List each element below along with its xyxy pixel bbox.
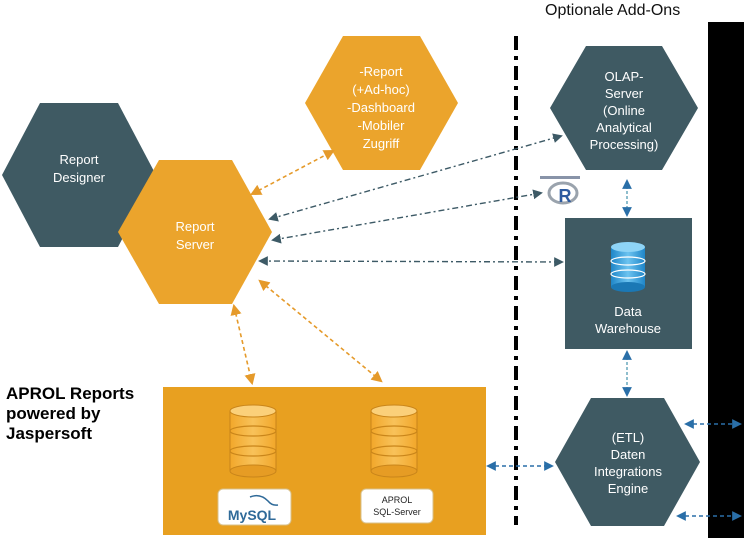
olap-label-2: Server <box>605 86 644 101</box>
data-warehouse-label-2: Warehouse <box>595 321 661 336</box>
olap-server-hexagon <box>550 46 698 170</box>
etl-label-3: Integrations <box>594 464 662 479</box>
mysql-badge: MySQL <box>217 488 292 526</box>
etl-label-2: Daten <box>611 447 646 462</box>
report-server-hexagon <box>118 160 272 304</box>
report-designer-hexagon <box>2 103 156 247</box>
aprol-sql-label-1: APROL <box>382 495 413 505</box>
report-server-label-2: Server <box>176 237 215 252</box>
arrow-server-r <box>271 189 543 244</box>
features-label-1: -Report <box>359 64 403 79</box>
data-warehouse-database-icon <box>610 242 646 292</box>
aprol-sql-badge: APROL SQL-Server <box>360 488 434 524</box>
etl-label-4: Engine <box>608 481 648 496</box>
etl-engine-hexagon <box>555 398 700 526</box>
aprol-title-line-3: Jaspersoft <box>6 424 92 443</box>
r-language-logo: R <box>540 176 580 206</box>
etl-label-1: (ETL) <box>612 430 645 445</box>
olap-label-3: (Online <box>603 103 645 118</box>
arrow-server-olap <box>268 133 563 222</box>
features-label-3: -Dashboard <box>347 100 415 115</box>
report-server-label-1: Report <box>175 219 214 234</box>
features-label-2: (+Ad-hoc) <box>352 82 409 97</box>
report-designer-label-2: Designer <box>53 170 106 185</box>
aprol-reports-title: APROL Reports powered by Jaspersoft <box>6 384 134 444</box>
olap-label-5: Processing) <box>590 137 659 152</box>
aprol-title-line-2: powered by <box>6 404 101 423</box>
database-container <box>163 387 486 535</box>
arrow-server-warehouse <box>258 256 564 267</box>
aprol-title-line-1: APROL Reports <box>6 384 135 403</box>
r-logo-letter: R <box>559 186 572 206</box>
addons-title: Optionale Add-Ons <box>545 2 681 19</box>
mysql-database-icon <box>229 404 277 478</box>
mysql-dolphin-icon <box>249 494 279 506</box>
aprol-sql-database-icon <box>370 404 418 478</box>
right-edge-strip <box>708 22 744 538</box>
aprol-sql-label-2: SQL-Server <box>373 507 421 517</box>
features-label-5: Zugriff <box>363 136 400 151</box>
mysql-label: MySQL <box>228 507 277 523</box>
olap-label-4: Analytical <box>596 120 652 135</box>
data-warehouse-label-1: Data <box>614 304 642 319</box>
arrow-server-mysql <box>230 303 256 386</box>
arrow-server-features <box>250 149 335 196</box>
olap-label-1: OLAP- <box>604 69 643 84</box>
features-label-4: -Mobiler <box>358 118 406 133</box>
arrow-server-aprolsql <box>258 279 383 383</box>
report-designer-label-1: Report <box>59 152 98 167</box>
